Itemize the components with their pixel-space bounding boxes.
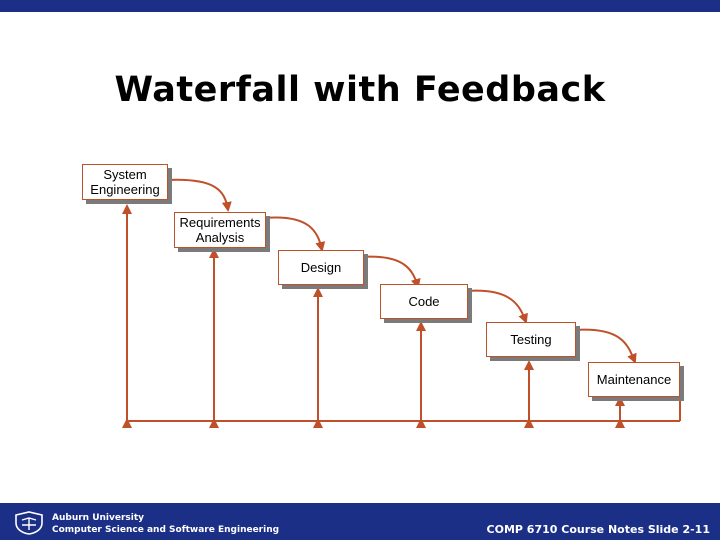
flow-arrow-2 bbox=[263, 216, 326, 252]
stage-label: Design bbox=[300, 260, 342, 275]
stage-label: Testing bbox=[510, 332, 552, 347]
footer-institution: Auburn University bbox=[52, 513, 145, 523]
stage-system-engineering: System Engineering bbox=[82, 164, 168, 200]
footer-department: Computer Science and Software Engineerin… bbox=[52, 525, 280, 535]
stage-label: Maintenance bbox=[596, 372, 672, 387]
university-logo-icon bbox=[15, 511, 43, 535]
stage-code: Code bbox=[380, 284, 468, 319]
stage-testing: Testing bbox=[486, 322, 576, 357]
flow-arrow-1 bbox=[166, 178, 232, 212]
stage-maintenance: Maintenance bbox=[588, 362, 680, 397]
stage-label: Requirements Analysis bbox=[179, 215, 261, 245]
footer-course-note: COMP 6710 Course Notes Slide 2-11 bbox=[486, 523, 710, 536]
flow-arrow-5 bbox=[574, 328, 637, 364]
flow-arrow-4 bbox=[466, 289, 528, 324]
stage-requirements-analysis: Requirements Analysis bbox=[174, 212, 266, 248]
flow-arrow-3 bbox=[359, 255, 421, 289]
stage-label: Code bbox=[408, 294, 440, 309]
slide-title: Waterfall with Feedback bbox=[114, 70, 606, 110]
stage-design: Design bbox=[278, 250, 364, 285]
footer-bar: Auburn University Computer Science and S… bbox=[0, 503, 720, 540]
top-band bbox=[0, 0, 720, 12]
stage-label: System Engineering bbox=[90, 167, 160, 197]
